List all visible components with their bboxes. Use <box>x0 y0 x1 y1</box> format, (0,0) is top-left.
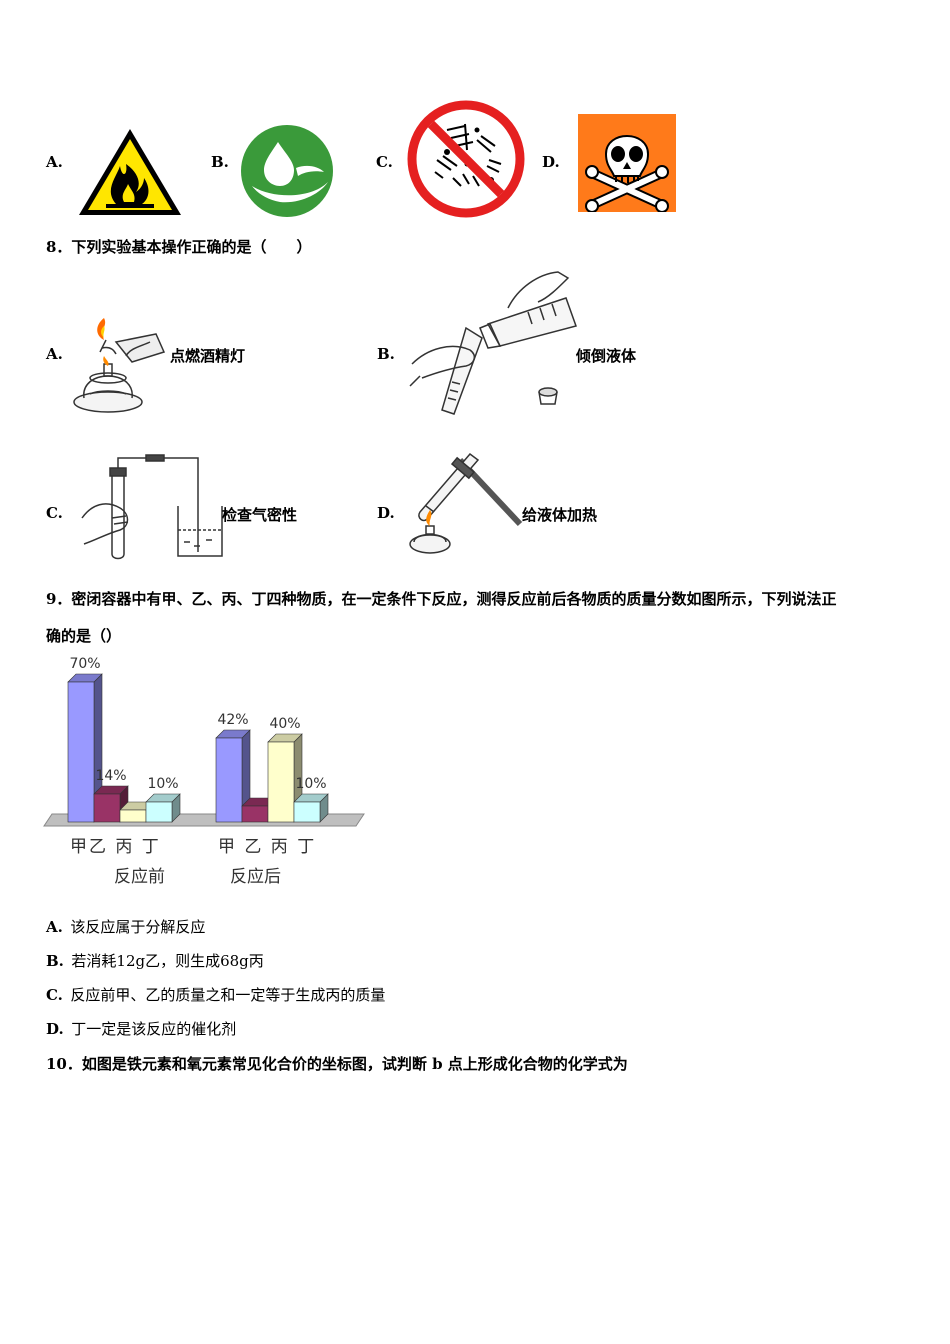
q9-option-a-text: 该反应属于分解反应 <box>70 918 206 936</box>
data-label: 10% <box>295 776 326 792</box>
q8-option-b-letter: B. <box>377 345 395 363</box>
q9-option-a-letter: A. <box>46 918 63 936</box>
q9-option-b: B. 若消耗12g乙，则生成68g丙 <box>46 950 264 971</box>
data-label: 42% <box>217 712 248 728</box>
q8-option-a-letter: A. <box>46 345 63 363</box>
bar <box>67 681 95 823</box>
q9-option-b-letter: B. <box>46 952 64 970</box>
q8-option-c-letter: C. <box>46 504 63 522</box>
q8-option-a-caption: 点燃酒精灯 <box>170 347 246 365</box>
bar <box>93 793 121 823</box>
q9-question-line1: 9．密闭容器中有甲、乙、丙、丁四种物质，在一定条件下反应，测得反应前后各物质的质… <box>46 590 837 608</box>
data-label: 14% <box>95 768 126 784</box>
q9-option-c: C. 反应前甲、乙的质量之和一定等于生成丙的质量 <box>46 984 385 1005</box>
group-label: 反应前 <box>114 867 165 887</box>
q9-option-d: D. 丁一定是该反应的催化剂 <box>46 1018 236 1039</box>
q9-option-c-text: 反应前甲、乙的质量之和一定等于生成丙的质量 <box>70 986 386 1004</box>
bar <box>119 809 147 823</box>
flammable-warning-icon <box>76 126 184 222</box>
toxic-skull-icon <box>578 114 676 216</box>
q8-option-b-caption: 倾倒液体 <box>576 347 637 365</box>
q9-option-c-letter: C. <box>46 986 63 1004</box>
q7-option-b-letter: B. <box>211 153 229 171</box>
lighting-alcohol-lamp-icon <box>70 312 170 420</box>
water-saving-icon <box>240 124 334 222</box>
mass-fraction-bar-chart: 70% 14% 10% 甲乙 丙 丁反应前 42% 40% 10% 甲 乙 丙 丁反应后 <box>40 652 370 896</box>
q9-option-b-text: 若消耗12g乙，则生成68g丙 <box>71 952 264 970</box>
q7-option-a-letter: A. <box>46 153 63 171</box>
q8-option-d-letter: D. <box>377 504 395 522</box>
q9-option-d-text: 丁一定是该反应的催化剂 <box>71 1020 237 1038</box>
q9-question-line2: 确的是（） <box>46 627 122 645</box>
q10-question: 10．如图是铁元素和氧元素常见化合价的坐标图，试判断 b 点上形成化合物的化学式… <box>46 1055 628 1073</box>
q8-option-d-caption: 给液体加热 <box>522 506 598 524</box>
bar <box>267 741 295 823</box>
bar <box>145 801 173 823</box>
data-label: 10% <box>147 776 178 792</box>
category-labels: 甲乙 丙 丁 <box>70 837 161 857</box>
bar <box>215 737 243 823</box>
q9-option-d-letter: D. <box>46 1020 64 1038</box>
q7-option-c-letter: C. <box>376 153 393 171</box>
q9-option-a: A. 该反应属于分解反应 <box>46 916 205 937</box>
group-label: 反应后 <box>230 867 281 887</box>
q7-option-d-letter: D. <box>542 153 560 171</box>
no-fireworks-icon <box>407 100 525 222</box>
airtightness-check-icon <box>78 452 224 564</box>
bar <box>241 805 269 823</box>
data-label: 70% <box>69 656 100 672</box>
heating-liquid-icon <box>404 450 524 564</box>
category-labels: 甲 乙 丙 丁 <box>218 837 316 857</box>
data-label: 40% <box>269 716 300 732</box>
q8-option-c-caption: 检查气密性 <box>222 506 298 524</box>
q8-question: 8．下列实验基本操作正确的是（ ） <box>46 238 312 256</box>
pouring-liquid-icon <box>408 268 578 422</box>
bar <box>293 801 321 823</box>
